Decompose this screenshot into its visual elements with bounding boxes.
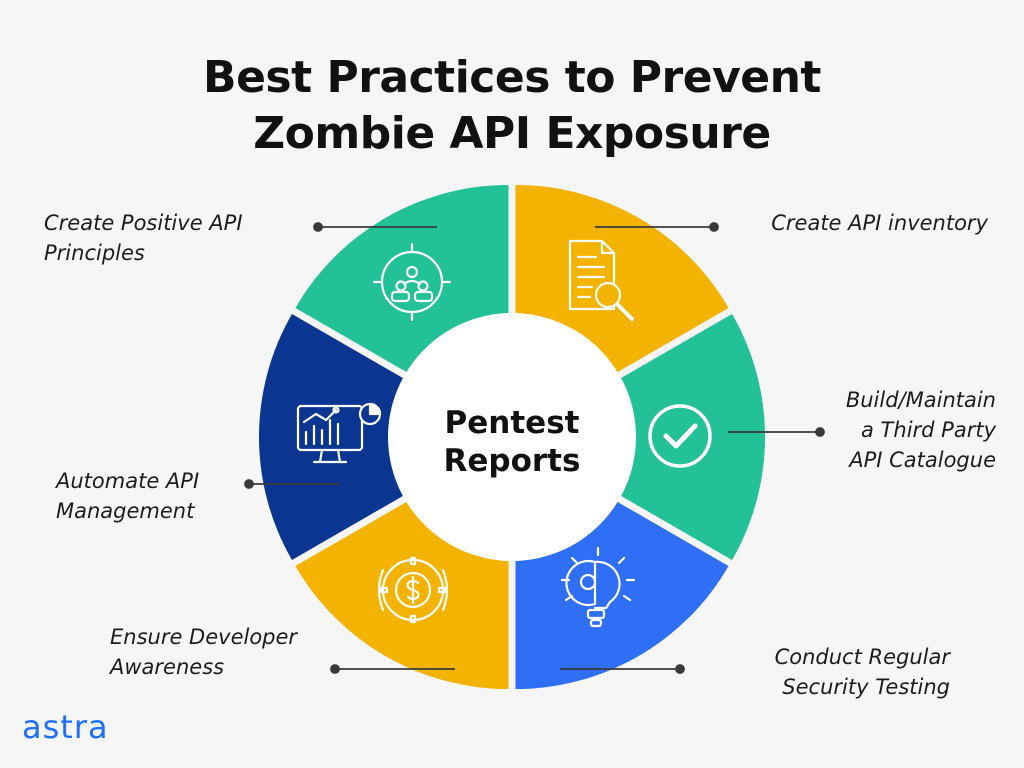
label-create-positive-api-principles: Create Positive API Principles [44, 208, 243, 268]
document-search-icon [568, 239, 634, 321]
label-line: Automate API [56, 469, 200, 493]
label-line: a Third Party [861, 418, 996, 442]
label-line: Conduct Regular [774, 645, 950, 669]
label-line: Build/Maintain [845, 388, 996, 412]
leader-dot-inventory [709, 222, 719, 232]
label-line: Management [56, 499, 195, 523]
label-ensure-developer-awareness: Ensure Developer Awareness [110, 622, 297, 682]
label-build-maintain-catalogue: Build/Maintain a Third Party API Catalog… [846, 385, 996, 475]
monitor-chart-icon [296, 402, 382, 464]
center-line-2: Reports [443, 443, 581, 479]
label-line: Create API inventory [771, 211, 988, 235]
label-create-api-inventory: Create API inventory [771, 208, 988, 238]
team-target-icon [372, 242, 452, 322]
label-line: API Catalogue [849, 448, 996, 472]
leader-dot-security-testing [675, 664, 685, 674]
label-line: Ensure Developer [110, 625, 298, 649]
center-label: Pentest Reports [400, 404, 624, 480]
label-automate-api-management: Automate API Management [56, 466, 199, 526]
label-conduct-security-testing: Conduct Regular Security Testing [775, 642, 950, 702]
label-line: Create Positive API [44, 211, 243, 235]
center-circle [388, 313, 636, 561]
label-line: Security Testing [782, 675, 950, 699]
label-line: Principles [44, 241, 145, 265]
center-line-1: Pentest [444, 405, 580, 441]
wheel-segment-build-maintain-catalogue [519, 314, 765, 560]
lightbulb-gear-icon [560, 546, 636, 628]
leader-lines [244, 222, 825, 674]
title-line-2: Zombie API Exposure [253, 108, 771, 159]
leader-dot-developer-awareness [330, 664, 340, 674]
leader-dot-positive-principles [313, 222, 323, 232]
title-line-1: Best Practices to Prevent [203, 52, 821, 103]
label-line: Awareness [110, 655, 225, 679]
page-title: Best Practices to Prevent Zombie API Exp… [0, 50, 1024, 162]
leader-dot-automate-management [244, 479, 254, 489]
gear-dollar-icon [377, 556, 449, 624]
astra-logo: astra [22, 708, 109, 746]
leader-dot-catalogue [815, 427, 825, 437]
checkmark-circle-icon [648, 404, 712, 468]
wheel-segment-automate-api-management [259, 314, 505, 560]
